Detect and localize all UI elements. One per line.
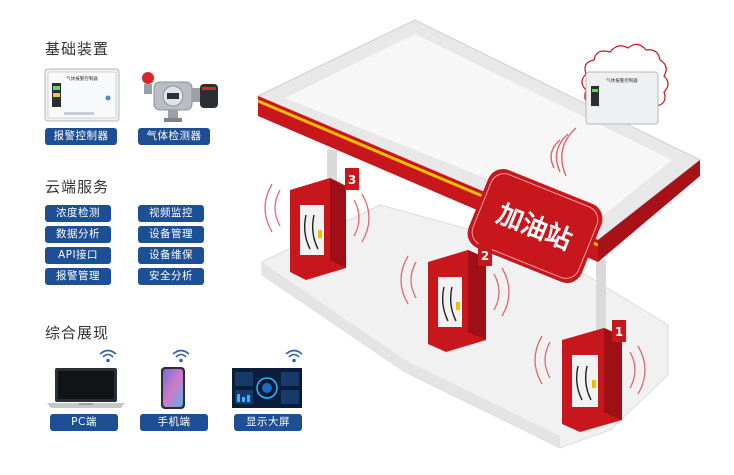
cloud-item-alarm-mgmt[interactable]: 报警管理 bbox=[45, 268, 111, 285]
phone-icon bbox=[161, 367, 185, 409]
signal-wave-icon bbox=[550, 127, 577, 177]
canopy-pillar bbox=[596, 260, 606, 340]
pump-number-1: 1 bbox=[615, 325, 623, 339]
pump-number-3: 3 bbox=[348, 173, 356, 187]
wifi-icon bbox=[99, 349, 117, 363]
section-cloud-title: 云端服务 bbox=[45, 178, 110, 196]
bigscreen-button[interactable]: 显示大屏 bbox=[234, 414, 302, 431]
fuel-pump-3: 3 bbox=[290, 168, 359, 280]
signal-wave-icon bbox=[534, 335, 646, 395]
section-basic-title: 基础装置 bbox=[45, 40, 110, 58]
cloud-item-concentration[interactable]: 浓度检测 bbox=[45, 205, 111, 222]
controller-device-icon: 气体报警控制器 bbox=[44, 68, 120, 122]
laptop-icon bbox=[47, 368, 125, 408]
fuel-pump-2: 2 bbox=[428, 244, 492, 352]
controller-device-label: 气体报警控制器 bbox=[66, 75, 98, 82]
fuel-pump-1: 1 bbox=[562, 320, 626, 432]
controller-button[interactable]: 报警控制器 bbox=[45, 128, 117, 145]
detector-button[interactable]: 气体检测器 bbox=[138, 128, 210, 145]
wifi-icon bbox=[285, 349, 303, 363]
cloud-item-api[interactable]: API接口 bbox=[45, 247, 111, 264]
station-sign-board bbox=[467, 169, 603, 283]
wifi-icon bbox=[172, 349, 190, 363]
pump-number-2: 2 bbox=[481, 249, 489, 263]
cloud-item-safety[interactable]: 安全分析 bbox=[138, 268, 204, 285]
signal-wave-icon bbox=[264, 183, 370, 243]
gas-detector-icon bbox=[142, 72, 218, 122]
cloud-item-maintenance[interactable]: 设备维保 bbox=[138, 247, 204, 264]
signal-wave-icon bbox=[400, 255, 510, 317]
big-screen-icon bbox=[232, 368, 302, 408]
section-display-title: 综合展现 bbox=[45, 324, 110, 342]
cloud-item-device-mgmt[interactable]: 设备管理 bbox=[138, 226, 204, 243]
wall-controller-label: 气体报警控制器 bbox=[606, 77, 638, 84]
cloud-item-data-analysis[interactable]: 数据分析 bbox=[45, 226, 111, 243]
cloud-item-video[interactable]: 视频监控 bbox=[138, 205, 204, 222]
mobile-button[interactable]: 手机端 bbox=[140, 414, 208, 431]
pc-button[interactable]: PC端 bbox=[50, 414, 118, 431]
